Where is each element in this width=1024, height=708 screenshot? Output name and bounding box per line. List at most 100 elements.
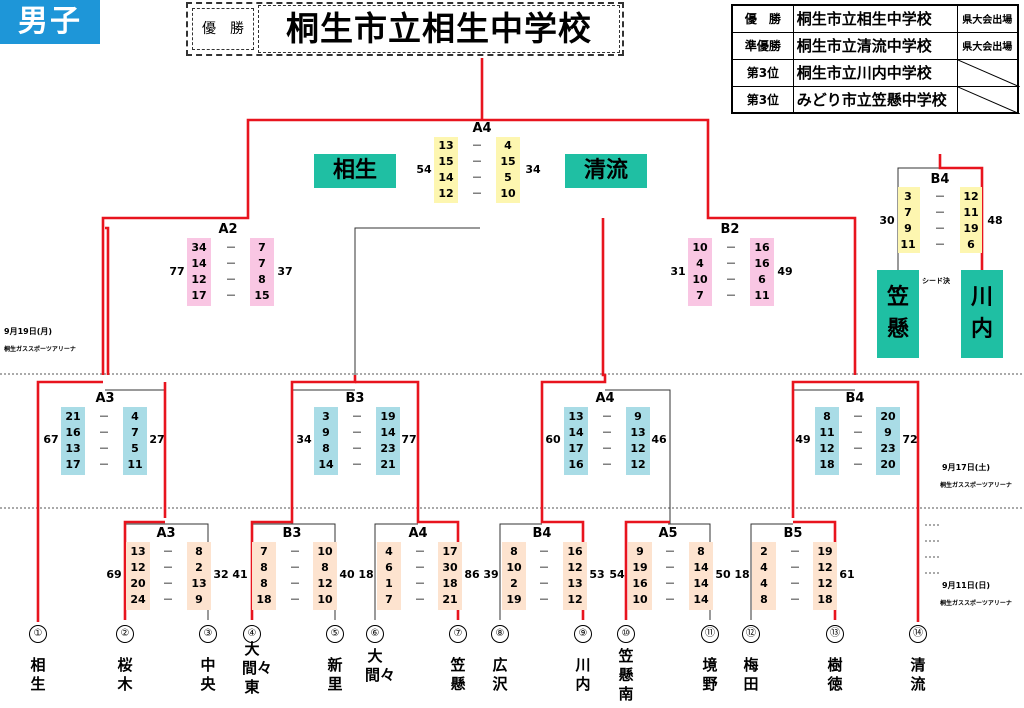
total-left: 60 [545, 433, 561, 446]
score-bg [250, 238, 274, 306]
score-right: 4 [504, 139, 512, 152]
total-left: 31 [670, 265, 686, 278]
court-label: A5 [658, 526, 678, 541]
score-left: 12 [438, 187, 454, 200]
round-date: 9月17日(土) [942, 463, 991, 472]
score-right: 9 [634, 410, 642, 423]
seed-number: ⑧ [491, 625, 509, 643]
team-name: 桜木 [117, 656, 133, 693]
total-left: 30 [879, 214, 895, 227]
seed-number: ⑩ [617, 625, 635, 643]
score-bg [377, 542, 401, 610]
score-left: 13 [438, 139, 454, 152]
score-dash: － [725, 273, 737, 286]
seed-number: ⑥ [366, 625, 384, 643]
court-label: B2 [720, 222, 740, 237]
score-left: 10 [692, 273, 708, 286]
score-right: 12 [317, 577, 333, 590]
score-left: 13 [130, 545, 146, 558]
score-dash: － [852, 410, 864, 423]
score-right: 13 [191, 577, 207, 590]
result-note-empty [956, 58, 1020, 87]
court-label: B3 [282, 526, 302, 541]
seed-number: ② [116, 625, 134, 643]
result-rank: 優 勝 [731, 4, 794, 33]
score-right: 19 [380, 410, 396, 423]
score-dash: － [664, 561, 676, 574]
score-bg [628, 542, 652, 610]
score-right: 5 [504, 171, 512, 184]
score-dash: － [289, 561, 301, 574]
score-left: 17 [568, 442, 584, 455]
score-dash: － [538, 561, 550, 574]
court-label: B4 [532, 526, 552, 541]
score-right: 10 [317, 593, 333, 606]
score-bg [813, 542, 837, 610]
score-right: 18 [442, 577, 458, 590]
score-left: 4 [385, 545, 393, 558]
total-left: 41 [232, 568, 248, 581]
score-left: 11 [819, 426, 835, 439]
score-right: 17 [442, 545, 458, 558]
score-left: 10 [692, 241, 708, 254]
score-dash: － [351, 458, 363, 471]
score-right: 4 [131, 410, 139, 423]
seed-number: ⑬ [826, 625, 844, 643]
total-left: 18 [358, 568, 374, 581]
court-label: A2 [218, 222, 238, 237]
score-left: 4 [696, 257, 704, 270]
score-dash: － [98, 442, 110, 455]
score-dash: － [351, 442, 363, 455]
score-left: 14 [191, 257, 207, 270]
total-right: 77 [401, 433, 417, 446]
total-right: 61 [839, 568, 855, 581]
score-dash: － [725, 289, 737, 302]
team-name: 大間々東 [242, 640, 273, 696]
score-right: 9 [884, 426, 892, 439]
score-right: 9 [195, 593, 203, 606]
score-dash: － [601, 458, 613, 471]
team-name: 相生 [30, 656, 46, 693]
score-right: 30 [442, 561, 458, 574]
score-dash: － [289, 593, 301, 606]
champion-name: 桐生市立相生中学校 [258, 5, 620, 53]
score-right: 14 [693, 561, 709, 574]
score-left: 2 [510, 577, 518, 590]
score-bg [123, 407, 147, 475]
score-left: 10 [506, 561, 522, 574]
court-label: B4 [930, 172, 950, 187]
total-left: 39 [483, 568, 499, 581]
total-left: 18 [734, 568, 750, 581]
score-left: 16 [65, 426, 81, 439]
score-right: 12 [567, 593, 583, 606]
score-right: 12 [963, 190, 979, 203]
seed-team-right: 川内 [961, 270, 1003, 358]
score-left: 24 [130, 593, 146, 606]
score-left: 19 [506, 593, 522, 606]
court-label: B3 [345, 391, 365, 406]
boys-badge: 男子 [0, 0, 100, 44]
score-dash: － [664, 577, 676, 590]
total-left: 34 [296, 433, 312, 446]
score-dash: － [225, 257, 237, 270]
score-right: 20 [880, 410, 896, 423]
score-right: 5 [131, 442, 139, 455]
score-dash: － [934, 222, 946, 235]
total-right: 86 [464, 568, 480, 581]
score-bg [815, 407, 839, 475]
score-dash: － [471, 171, 483, 184]
result-rank: 第3位 [731, 58, 794, 87]
score-dash: － [538, 593, 550, 606]
score-dash: － [414, 577, 426, 590]
score-dash: － [852, 458, 864, 471]
empty-cell-slash [957, 86, 1020, 114]
score-bg [563, 542, 587, 610]
score-bg [126, 542, 150, 610]
score-left: 14 [318, 458, 334, 471]
score-right: 23 [880, 442, 896, 455]
score-right: 8 [195, 545, 203, 558]
champion-label: 優 勝 [192, 8, 254, 50]
score-left: 4 [760, 561, 768, 574]
score-bg [898, 187, 920, 253]
